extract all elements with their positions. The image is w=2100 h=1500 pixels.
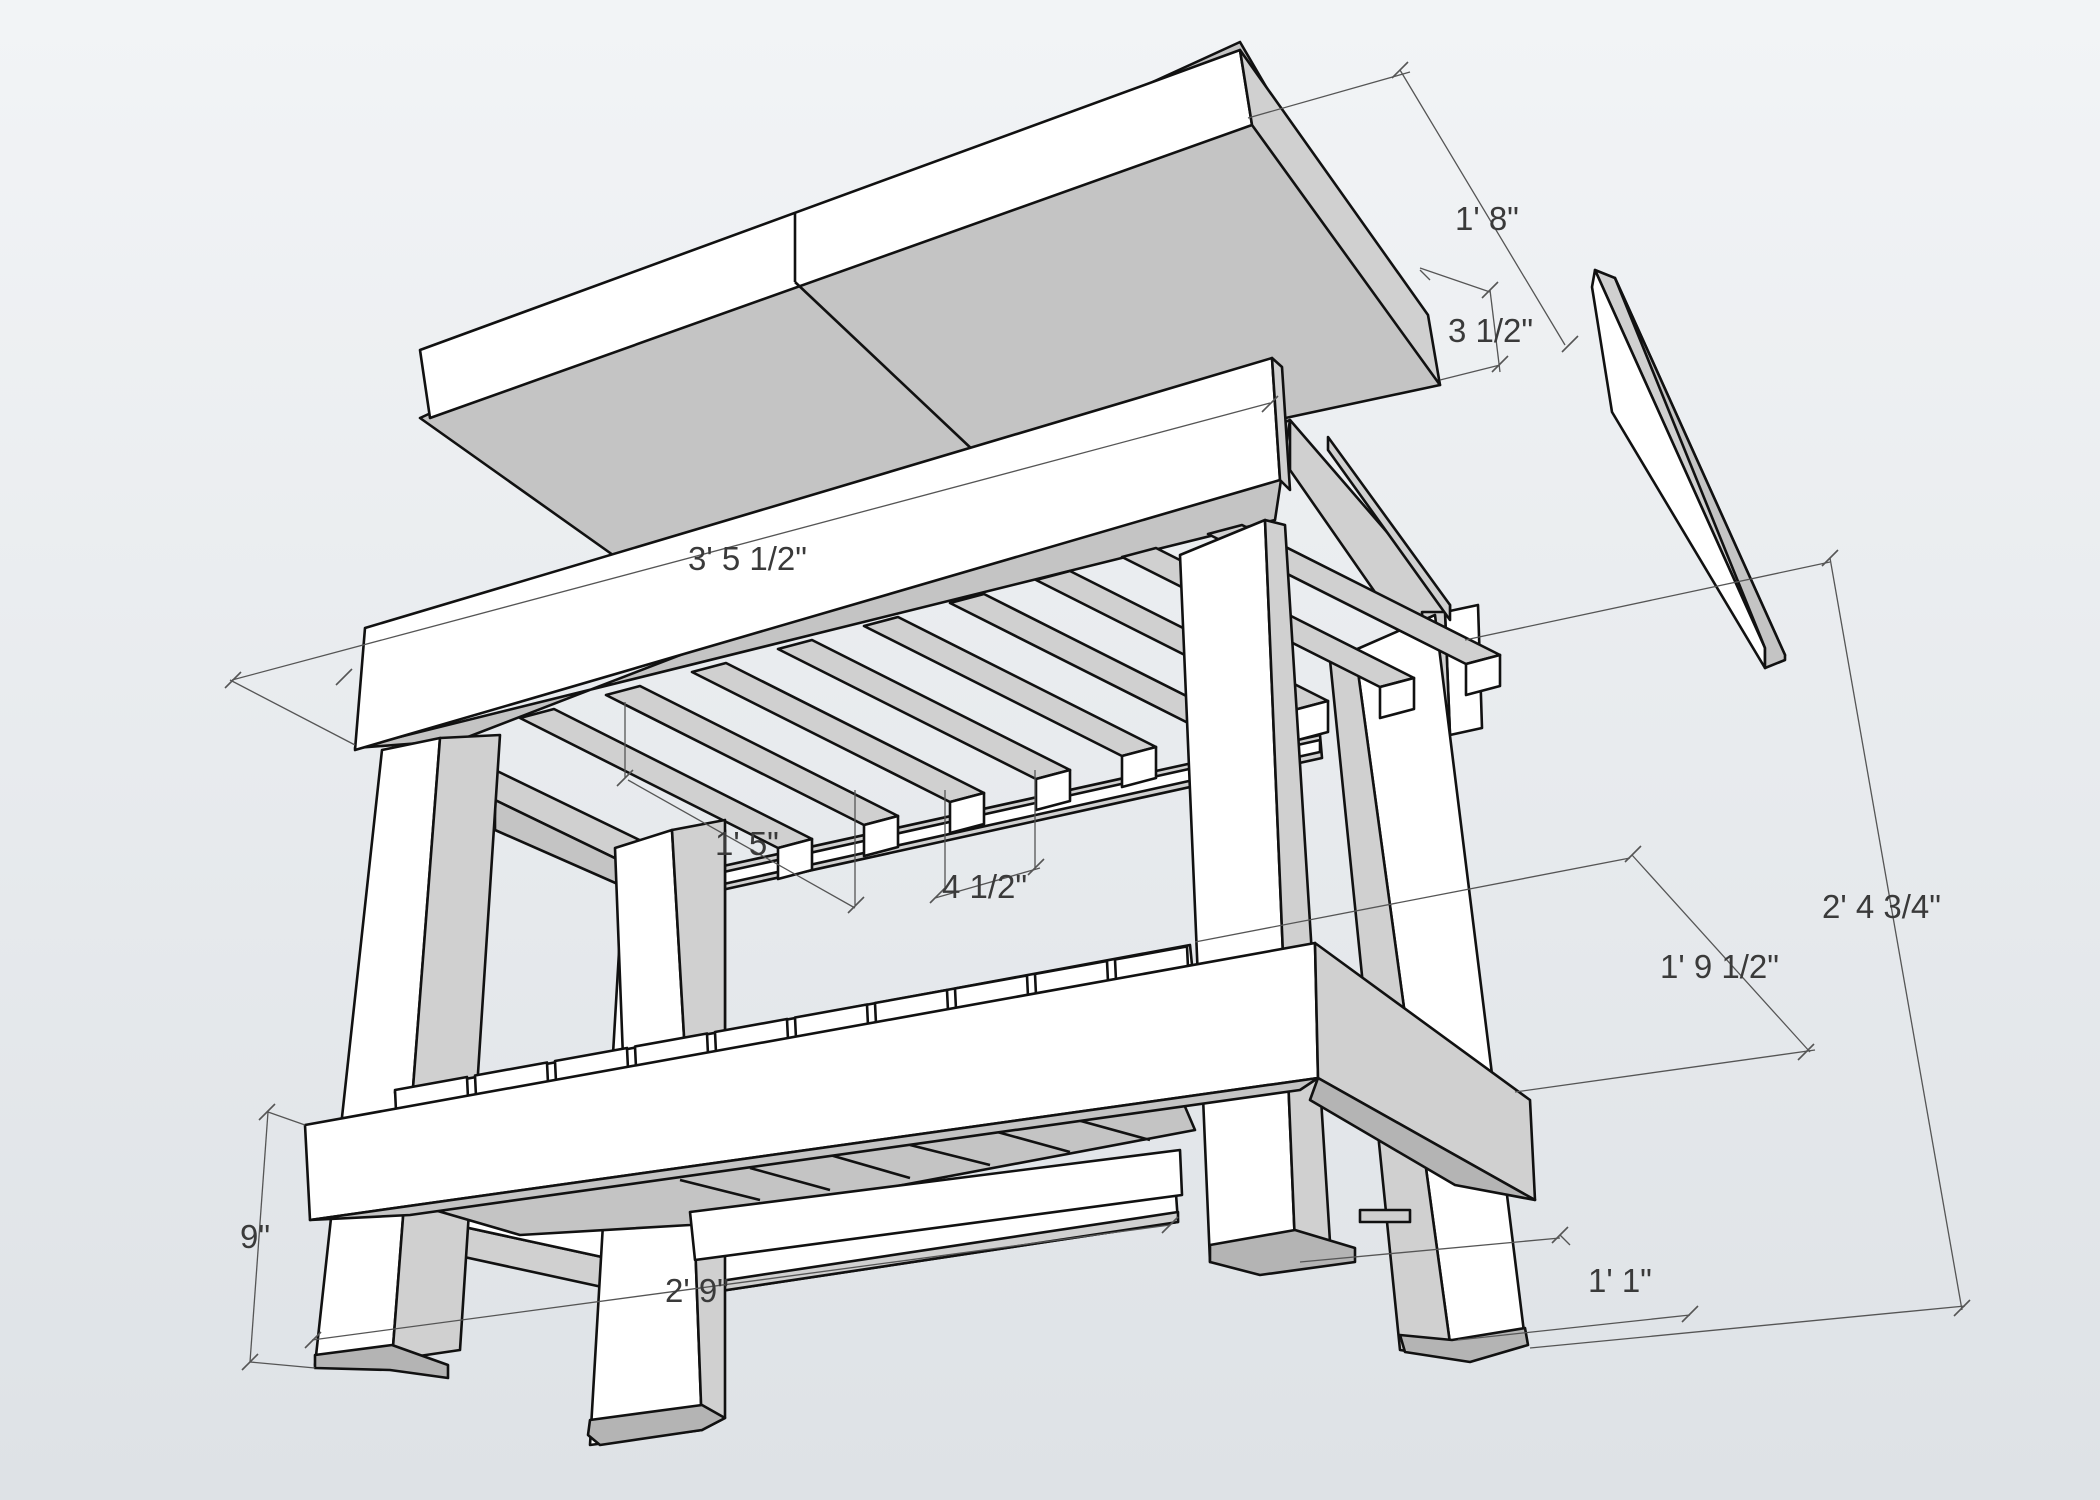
back-left-leg-bottom	[586, 1403, 727, 1447]
front-left-leg	[313, 733, 502, 1380]
back-rails	[453, 733, 1412, 1297]
front-lower-rail	[303, 941, 1537, 1222]
lower-right-rail	[1358, 1208, 1412, 1224]
top-slat	[862, 615, 1158, 758]
dim-label-slat-length: 1' 5"	[715, 825, 779, 862]
top-slat	[690, 661, 986, 804]
right-lower-side-rail	[1308, 1076, 1537, 1202]
dim-label-shelf-height: 9"	[240, 1218, 270, 1255]
shelf-slat-ends	[393, 945, 1190, 1113]
top-slat-end	[1464, 653, 1502, 697]
end-board-edge	[1590, 268, 1767, 670]
top-slat	[776, 638, 1072, 781]
shelf-slat-line-3	[829, 1153, 911, 1180]
dim-label-leg-offset: 1' 1"	[1588, 1262, 1652, 1299]
top-slat-end	[1378, 676, 1416, 720]
end-board-underside	[1613, 276, 1787, 670]
shelf-slat-line-1	[679, 1178, 761, 1202]
top-slab-seam-under	[794, 281, 976, 453]
end-board	[1590, 268, 1787, 670]
top-slat-end	[948, 791, 986, 835]
dimension-labels: 1' 8" 3 1/2" 3' 5 1/2" 1' 5" 4 1/2" 2' 4…	[240, 200, 1941, 1309]
top-slab-end	[1238, 48, 1442, 387]
shelf-slat-line-5	[989, 1128, 1071, 1154]
dim-label-shelf-width: 2' 9"	[665, 1272, 729, 1309]
dim-label-top-length: 3' 5 1/2"	[688, 540, 807, 577]
shelf-slat-line-2	[749, 1166, 831, 1192]
dim-label-slab-thickness: 3 1/2"	[1448, 312, 1533, 349]
front-apron-end	[1270, 356, 1292, 492]
lower-front-stretcher-face	[688, 1148, 1184, 1262]
top-slat-end	[1120, 745, 1158, 789]
dim-label-slat-spacing: 4 1/2"	[942, 868, 1027, 905]
shelf-slat-line-4	[909, 1143, 991, 1167]
top-slat-end	[862, 814, 900, 858]
dim-label-shelf-depth: 1' 9 1/2"	[1660, 948, 1779, 985]
right-lower-side-rail-under	[1308, 1076, 1537, 1202]
front-lower-rail-under	[308, 1076, 1320, 1222]
top-slat	[604, 684, 900, 827]
dim-label-overall-height: 2' 4 3/4"	[1822, 888, 1941, 925]
lower-front-stretcher	[688, 1148, 1184, 1262]
front-top-apron	[353, 356, 1292, 752]
front-right-leg-bottom	[1208, 1228, 1357, 1277]
front-right-leg	[1178, 518, 1357, 1277]
dimension-lines	[224, 61, 1971, 1371]
top-slat-end	[1034, 768, 1072, 812]
back-top-rail	[1326, 435, 1452, 622]
dim-label-slab-depth: 1' 8"	[1455, 200, 1519, 237]
